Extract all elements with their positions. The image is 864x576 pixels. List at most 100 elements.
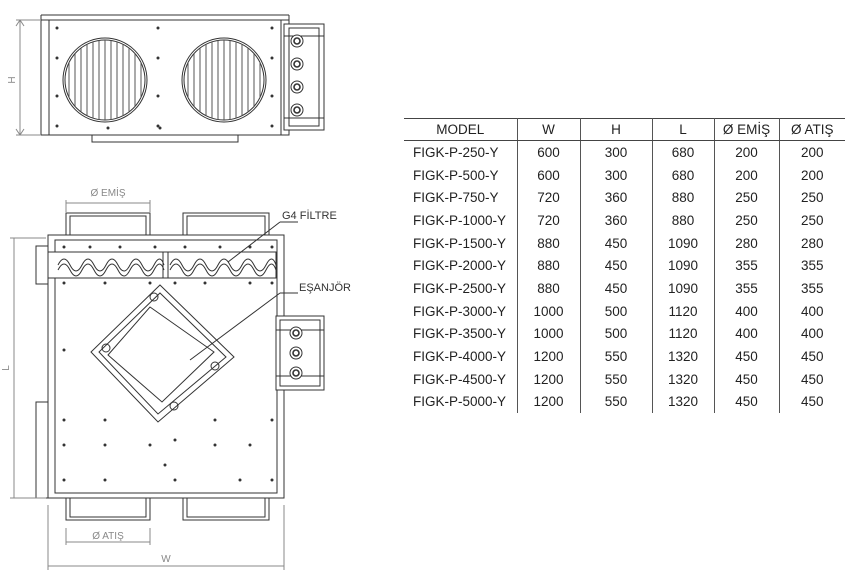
- cell-emis: 250: [714, 186, 780, 210]
- cell-emis: 200: [714, 140, 780, 164]
- cell-l: 1090: [652, 231, 715, 255]
- cell-atis: 250: [800, 190, 824, 206]
- cell-h: 300: [580, 163, 653, 187]
- cell-l: 1120: [652, 299, 715, 323]
- cell-h: 360: [580, 186, 653, 210]
- dim-l-label: L: [1, 365, 12, 371]
- cell-l: 1120: [652, 322, 715, 346]
- cell-l: 880: [652, 186, 715, 210]
- cell-l: 680: [652, 140, 715, 164]
- cell-h: 450: [580, 231, 653, 255]
- cell-h: 450: [580, 254, 653, 278]
- cell-model: FIGK-P-3000-Y: [404, 299, 518, 323]
- dim-emis-label: Ø EMİŞ: [90, 186, 125, 199]
- cell-emis: 355: [714, 277, 780, 300]
- cell-model: FIGK-P-2500-Y: [404, 277, 518, 300]
- cell-h: 450: [580, 277, 653, 300]
- cell-atis: 400: [800, 303, 824, 319]
- header-model: MODEL: [404, 118, 518, 141]
- cell-l: 1090: [652, 254, 715, 278]
- cell-w: 720: [517, 209, 581, 232]
- cell-l: 680: [652, 163, 715, 187]
- cell-w: 720: [517, 186, 581, 210]
- dim-atis-label: Ø ATIŞ: [92, 531, 124, 542]
- cell-h: 550: [580, 345, 653, 368]
- cell-l: 1320: [652, 345, 715, 368]
- cell-w: 880: [517, 254, 581, 278]
- cell-model: FIGK-P-3500-Y: [404, 322, 518, 346]
- cell-l: 1090: [652, 277, 715, 300]
- cell-h: 300: [580, 140, 653, 164]
- cell-w: 600: [517, 140, 581, 164]
- cell-atis: 400: [800, 326, 824, 342]
- cell-emis: 450: [714, 345, 780, 368]
- header-w: W: [517, 118, 581, 141]
- cell-atis: 355: [800, 258, 824, 274]
- cell-atis: 450: [800, 394, 824, 410]
- cell-model: FIGK-P-4000-Y: [404, 345, 518, 368]
- cell-l: 1320: [652, 390, 715, 414]
- dim-w-label: W: [161, 554, 171, 565]
- cell-model: FIGK-P-500-Y: [404, 163, 518, 187]
- top-view: [10, 200, 325, 570]
- cell-h: 550: [580, 390, 653, 414]
- cell-atis: 200: [800, 167, 824, 183]
- cell-model: FIGK-P-1500-Y: [404, 231, 518, 255]
- cell-atis: 355: [800, 280, 824, 296]
- cell-model: FIGK-P-750-Y: [404, 186, 518, 210]
- cell-w: 1200: [517, 367, 581, 391]
- header-emis: Ø EMİŞ: [714, 118, 780, 141]
- cell-atis: 280: [800, 235, 824, 251]
- cell-emis: 200: [714, 163, 780, 187]
- front-view: [15, 14, 325, 143]
- cell-w: 880: [517, 277, 581, 300]
- cell-w: 1000: [517, 299, 581, 323]
- cell-emis: 400: [714, 299, 780, 323]
- technical-drawing: H: [1, 14, 351, 570]
- header-atis: Ø ATIŞ: [779, 118, 845, 141]
- cell-h: 500: [580, 299, 653, 323]
- cell-w: 1200: [517, 390, 581, 414]
- exchanger-label: EŞANJÖR: [299, 282, 351, 294]
- header-l: L: [652, 118, 715, 141]
- cell-l: 1320: [652, 367, 715, 391]
- cell-w: 600: [517, 163, 581, 187]
- cell-model: FIGK-P-4500-Y: [404, 367, 518, 391]
- cell-w: 1200: [517, 345, 581, 368]
- cell-emis: 250: [714, 209, 780, 232]
- cell-model: FIGK-P-1000-Y: [404, 209, 518, 232]
- cell-emis: 400: [714, 322, 780, 346]
- cell-model: FIGK-P-250-Y: [404, 140, 518, 164]
- cell-h: 360: [580, 209, 653, 232]
- cell-model: FIGK-P-2000-Y: [404, 254, 518, 278]
- cell-emis: 450: [714, 390, 780, 414]
- cell-w: 880: [517, 231, 581, 255]
- cell-atis: 250: [800, 212, 824, 228]
- cell-emis: 280: [714, 231, 780, 255]
- filter-label: G4 FİLTRE: [282, 209, 337, 222]
- table-header-row: MODEL W H L Ø EMİŞ Ø ATIŞ: [404, 118, 845, 141]
- cell-w: 1000: [517, 322, 581, 346]
- cell-atis: 450: [800, 371, 824, 387]
- header-h: H: [580, 118, 653, 141]
- cell-emis: 355: [714, 254, 780, 278]
- cell-h: 500: [580, 322, 653, 346]
- cell-emis: 450: [714, 367, 780, 391]
- dim-h-label: H: [7, 76, 18, 83]
- cell-atis: 450: [800, 349, 824, 365]
- cell-atis: 200: [800, 144, 824, 160]
